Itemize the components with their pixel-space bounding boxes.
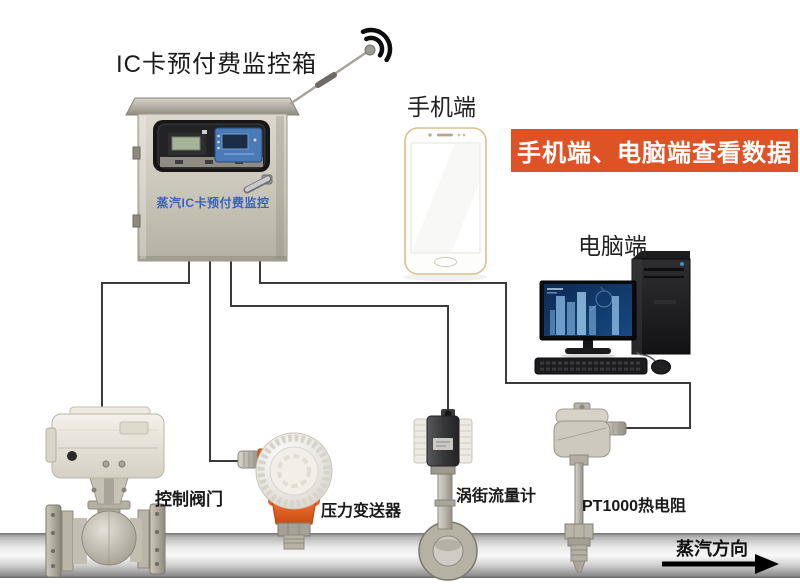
pressure-transmitter-label: 压力变送器 — [321, 503, 402, 520]
wire-to-transmitter — [209, 261, 244, 462]
cabinet-hinge — [132, 146, 141, 160]
pt1000-label: PT1000热电阻 — [582, 498, 687, 515]
pressure-transmitter — [237, 432, 333, 550]
vortex-flowmeter — [413, 409, 478, 581]
steam-direction-arrow — [662, 554, 779, 574]
keyboard — [534, 357, 648, 375]
phone-home-button — [434, 257, 457, 267]
diagram-title: IC卡预付费监控箱 — [116, 51, 317, 78]
control-valve-label: 控制阀门 — [155, 490, 223, 509]
cabinet-hinge — [132, 214, 141, 228]
signal-wires — [101, 261, 691, 462]
wifi-signal-icon — [360, 27, 393, 63]
cabinet-name-label: 蒸汽IC卡预付费监控 — [156, 196, 270, 210]
antenna-icon — [289, 27, 393, 106]
steam-direction-label: 蒸汽方向 — [676, 539, 748, 559]
control-valve — [45, 406, 166, 578]
info-banner: 手机端、电脑端查看数据 — [511, 129, 798, 172]
phone-label: 手机端 — [407, 94, 476, 120]
mouse — [651, 359, 671, 375]
wire-to-valve — [101, 261, 190, 416]
smartphone — [403, 127, 487, 281]
wire-to-flowmeter — [230, 261, 449, 414]
computer-label: 电脑端 — [578, 233, 647, 259]
right-arrow-icon — [755, 554, 779, 574]
cabinet-handle — [243, 174, 273, 194]
vortex-flowmeter-label: 涡街流量计 — [456, 488, 537, 505]
pt1000-sensor — [553, 402, 627, 573]
desktop-computer — [534, 251, 691, 375]
wire-to-pt1000 — [259, 261, 691, 429]
monitor-stand — [583, 338, 593, 350]
monitor-cabinet — [125, 97, 300, 262]
